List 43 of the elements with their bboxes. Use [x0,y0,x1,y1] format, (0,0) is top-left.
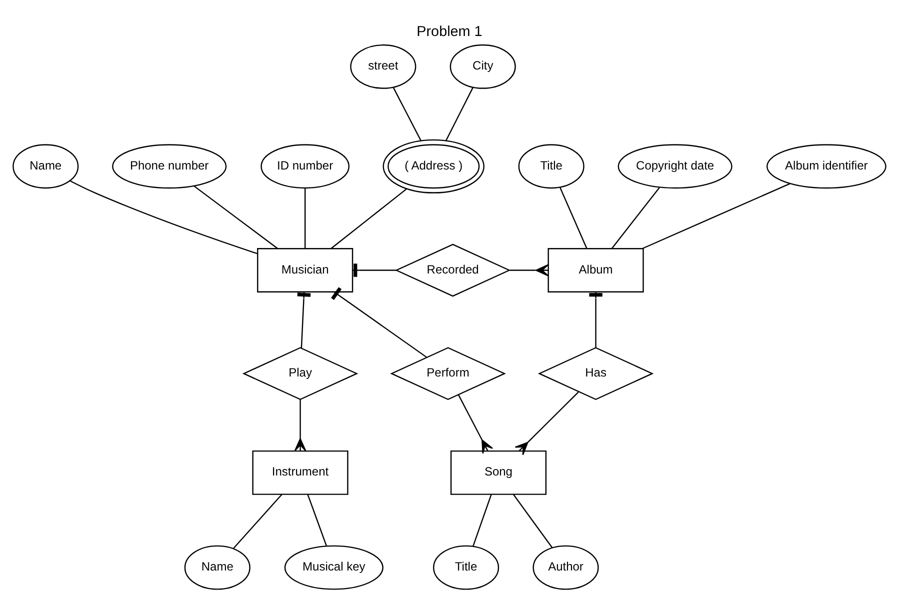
connector [642,183,790,250]
node-box: Instrument [252,450,348,495]
connector [297,292,311,348]
node-ellipse: Title [433,545,500,590]
connector [611,187,660,249]
node-diamond: Recorded [394,244,511,297]
connector [514,392,579,456]
node-ellipse: street [350,44,416,89]
connector [589,292,602,348]
connector [512,494,553,548]
connector [307,494,328,546]
node-box: Album [548,248,644,292]
node-ellipse: Name [12,144,79,189]
connector [330,188,408,249]
node-ellipse: Copyright date [618,144,732,189]
connector [233,494,282,549]
connector [510,264,549,276]
connector [458,394,494,454]
connector [194,185,278,249]
node-ellipse: Musical key [284,545,384,590]
connector [70,180,258,254]
connector [331,287,428,358]
connector [294,400,306,452]
node-ellipse: Name [184,545,250,590]
connector [352,264,396,277]
node-ellipse: Album identifier [766,144,886,189]
connector [304,188,306,249]
node-diamond: Play [242,347,358,400]
node-box: Musician [257,248,354,292]
node-ellipse: City [450,44,516,89]
diagram-title: Problem 1 [416,24,482,40]
connector [445,87,474,141]
node-ellipse: ID number [260,144,350,189]
node-diamond: Has [538,347,654,400]
node-ellipse: Author [532,545,599,590]
connector [472,494,492,546]
node-box: Song [450,450,547,495]
node-ellipse: Title [518,144,584,189]
node-ellipse: Phone number [112,144,227,189]
connector [560,187,588,249]
connector [392,87,422,141]
node-diamond: Perform [390,347,506,400]
node-ellipse: ( Address ) [382,139,484,194]
